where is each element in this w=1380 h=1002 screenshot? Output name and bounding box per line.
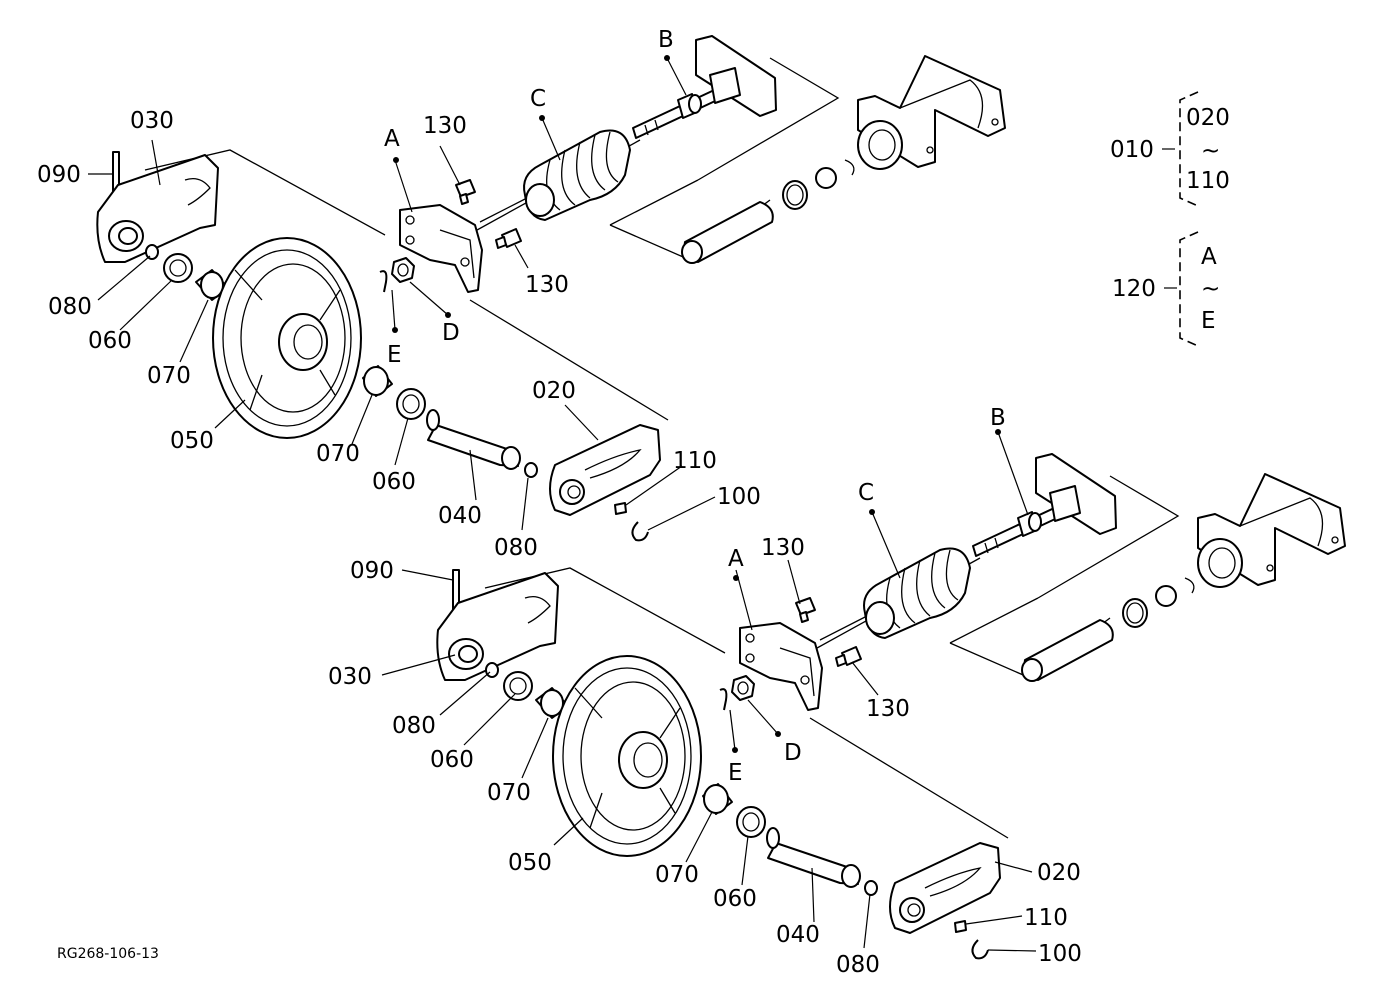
callout-100: 100 xyxy=(1038,941,1082,967)
callout-130: 130 xyxy=(866,696,910,722)
legend-set-sep: ~ xyxy=(1201,276,1220,302)
upper-leaders xyxy=(88,55,716,531)
callout-E: E xyxy=(387,342,402,368)
legend-set-label: 010 xyxy=(1110,137,1154,163)
legend-set-to: E xyxy=(1201,308,1216,334)
legend-set-from: A xyxy=(1201,244,1217,270)
callout-060: 060 xyxy=(430,747,474,773)
callout-130: 130 xyxy=(423,113,467,139)
callout-070: 070 xyxy=(655,862,699,888)
callout-090: 090 xyxy=(350,558,394,584)
set-legend: 010 020 ~ 110 120 A ~ E xyxy=(1110,91,1230,347)
callout-110: 110 xyxy=(673,448,717,474)
callout-090: 090 xyxy=(37,162,81,188)
callout-A: A xyxy=(384,126,400,152)
callout-040: 040 xyxy=(776,922,820,948)
callout-130: 130 xyxy=(525,272,569,298)
callout-050: 050 xyxy=(170,428,214,454)
upper-callouts: 090 030 080 060 070 050 130 A C B 130 D … xyxy=(37,27,761,561)
callout-A: A xyxy=(728,546,744,572)
lower-leaders xyxy=(381,429,1037,952)
callout-C: C xyxy=(858,480,874,506)
callout-D: D xyxy=(442,320,460,346)
callout-030: 030 xyxy=(328,664,372,690)
callout-080: 080 xyxy=(494,535,538,561)
callout-080: 080 xyxy=(48,294,92,320)
callout-C: C xyxy=(530,86,546,112)
callout-060: 060 xyxy=(713,886,757,912)
callout-080: 080 xyxy=(392,713,436,739)
callout-080: 080 xyxy=(836,952,880,978)
callout-050: 050 xyxy=(508,850,552,876)
legend-set-sep: ~ xyxy=(1201,138,1220,164)
callout-130: 130 xyxy=(761,535,805,561)
callout-070: 070 xyxy=(147,363,191,389)
drawing-code: RG268-106-13 xyxy=(57,946,159,962)
callout-020: 020 xyxy=(532,378,576,404)
callout-060: 060 xyxy=(372,469,416,495)
callout-070: 070 xyxy=(316,441,360,467)
lower-callouts: 090 030 080 060 070 050 130 A C B 130 D … xyxy=(328,405,1082,978)
legend-set-to: 110 xyxy=(1186,168,1230,194)
callout-D: D xyxy=(784,740,802,766)
legend-set-from: 020 xyxy=(1186,105,1230,131)
callout-100: 100 xyxy=(717,484,761,510)
callout-020: 020 xyxy=(1037,860,1081,886)
callout-110: 110 xyxy=(1024,905,1068,931)
callout-070: 070 xyxy=(487,780,531,806)
callout-060: 060 xyxy=(88,328,132,354)
callout-030: 030 xyxy=(130,108,174,134)
callout-040: 040 xyxy=(438,503,482,529)
callout-E: E xyxy=(728,760,743,786)
legend-set-label: 120 xyxy=(1112,276,1156,302)
callout-B: B xyxy=(990,405,1006,431)
callout-B: B xyxy=(658,27,674,53)
